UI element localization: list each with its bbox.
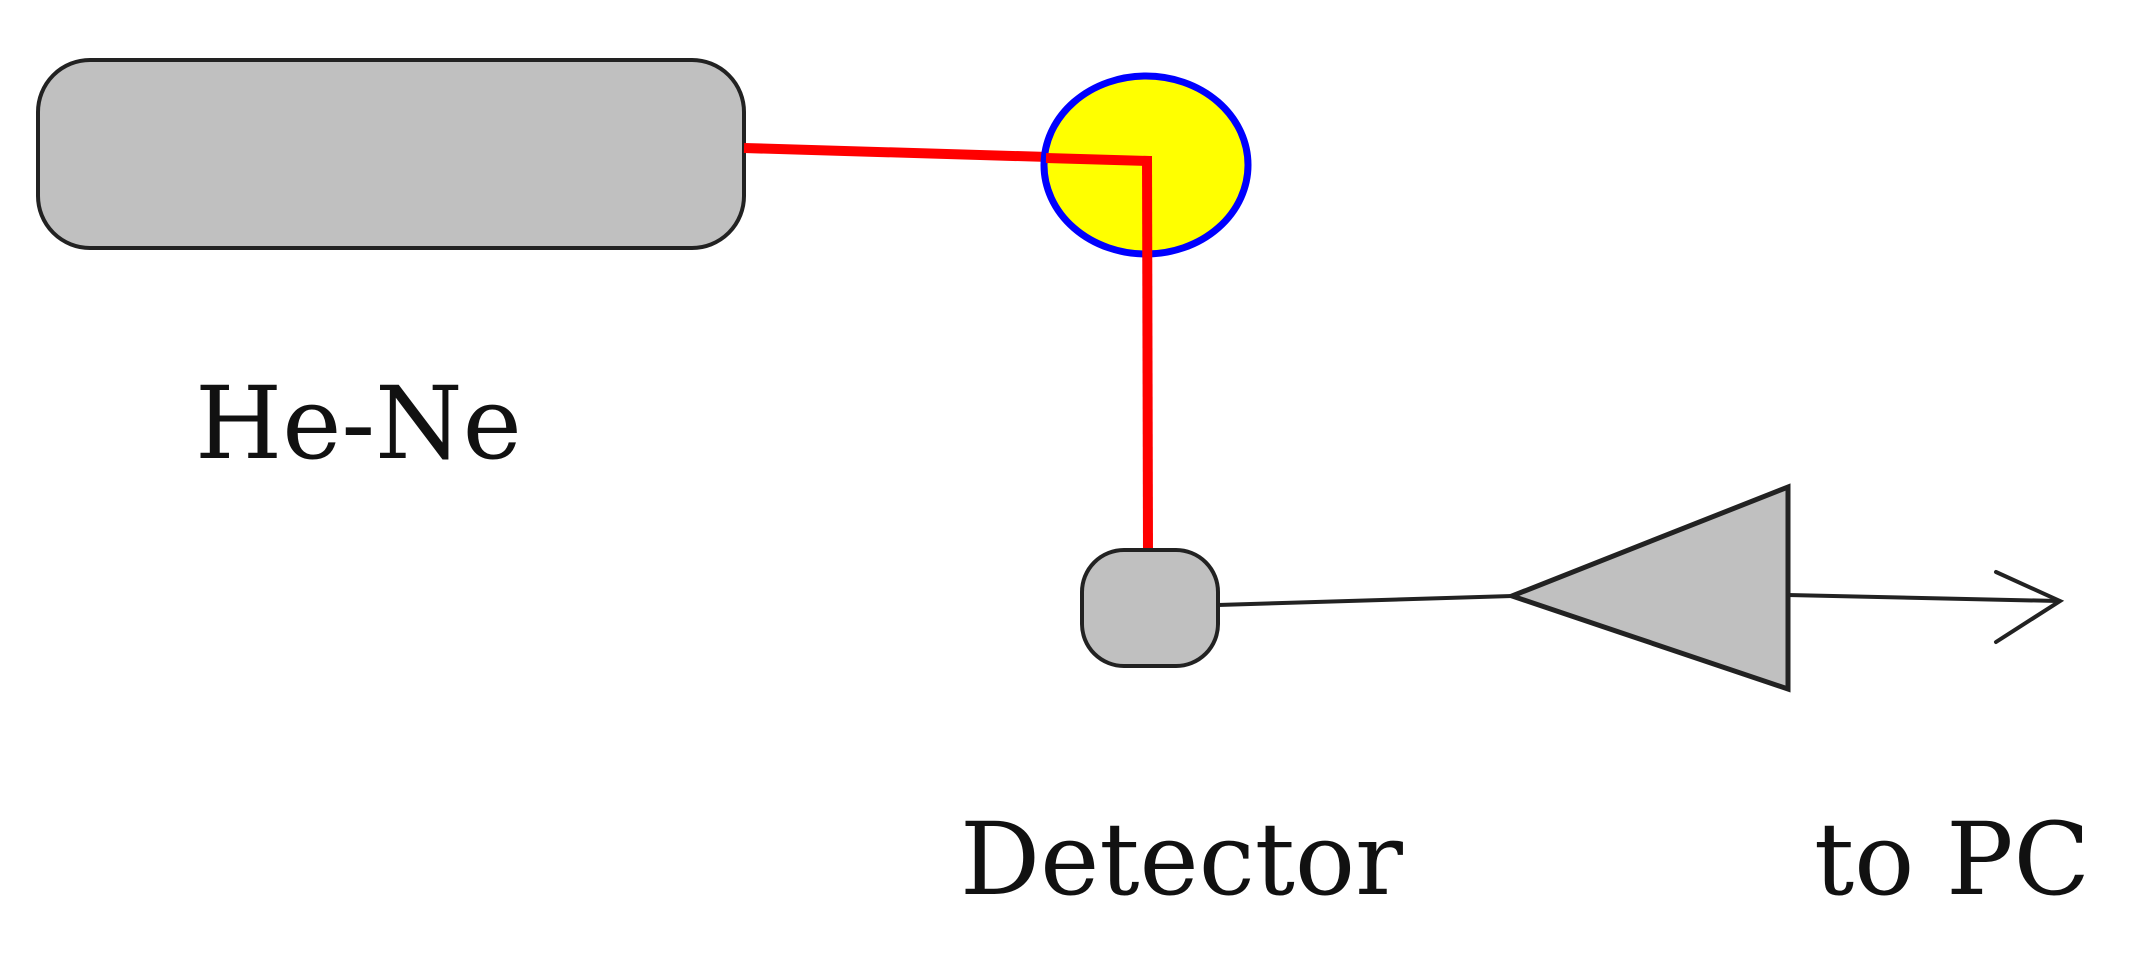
signal-wire (1217, 594, 1513, 607)
laser-beam-on-mirror (1045, 153, 1151, 166)
laser-label: He-Ne (195, 365, 522, 482)
arrow-right-icon (1994, 570, 2065, 644)
detector-box (1080, 548, 1220, 668)
laser-beam-vertical (1142, 155, 1153, 551)
detector-label: Detector (960, 801, 1403, 918)
laser-tube (36, 58, 746, 250)
triangle-amplifier-icon (1504, 483, 1791, 693)
output-wire (1787, 593, 2059, 603)
output-label: to PC (1814, 801, 2090, 918)
